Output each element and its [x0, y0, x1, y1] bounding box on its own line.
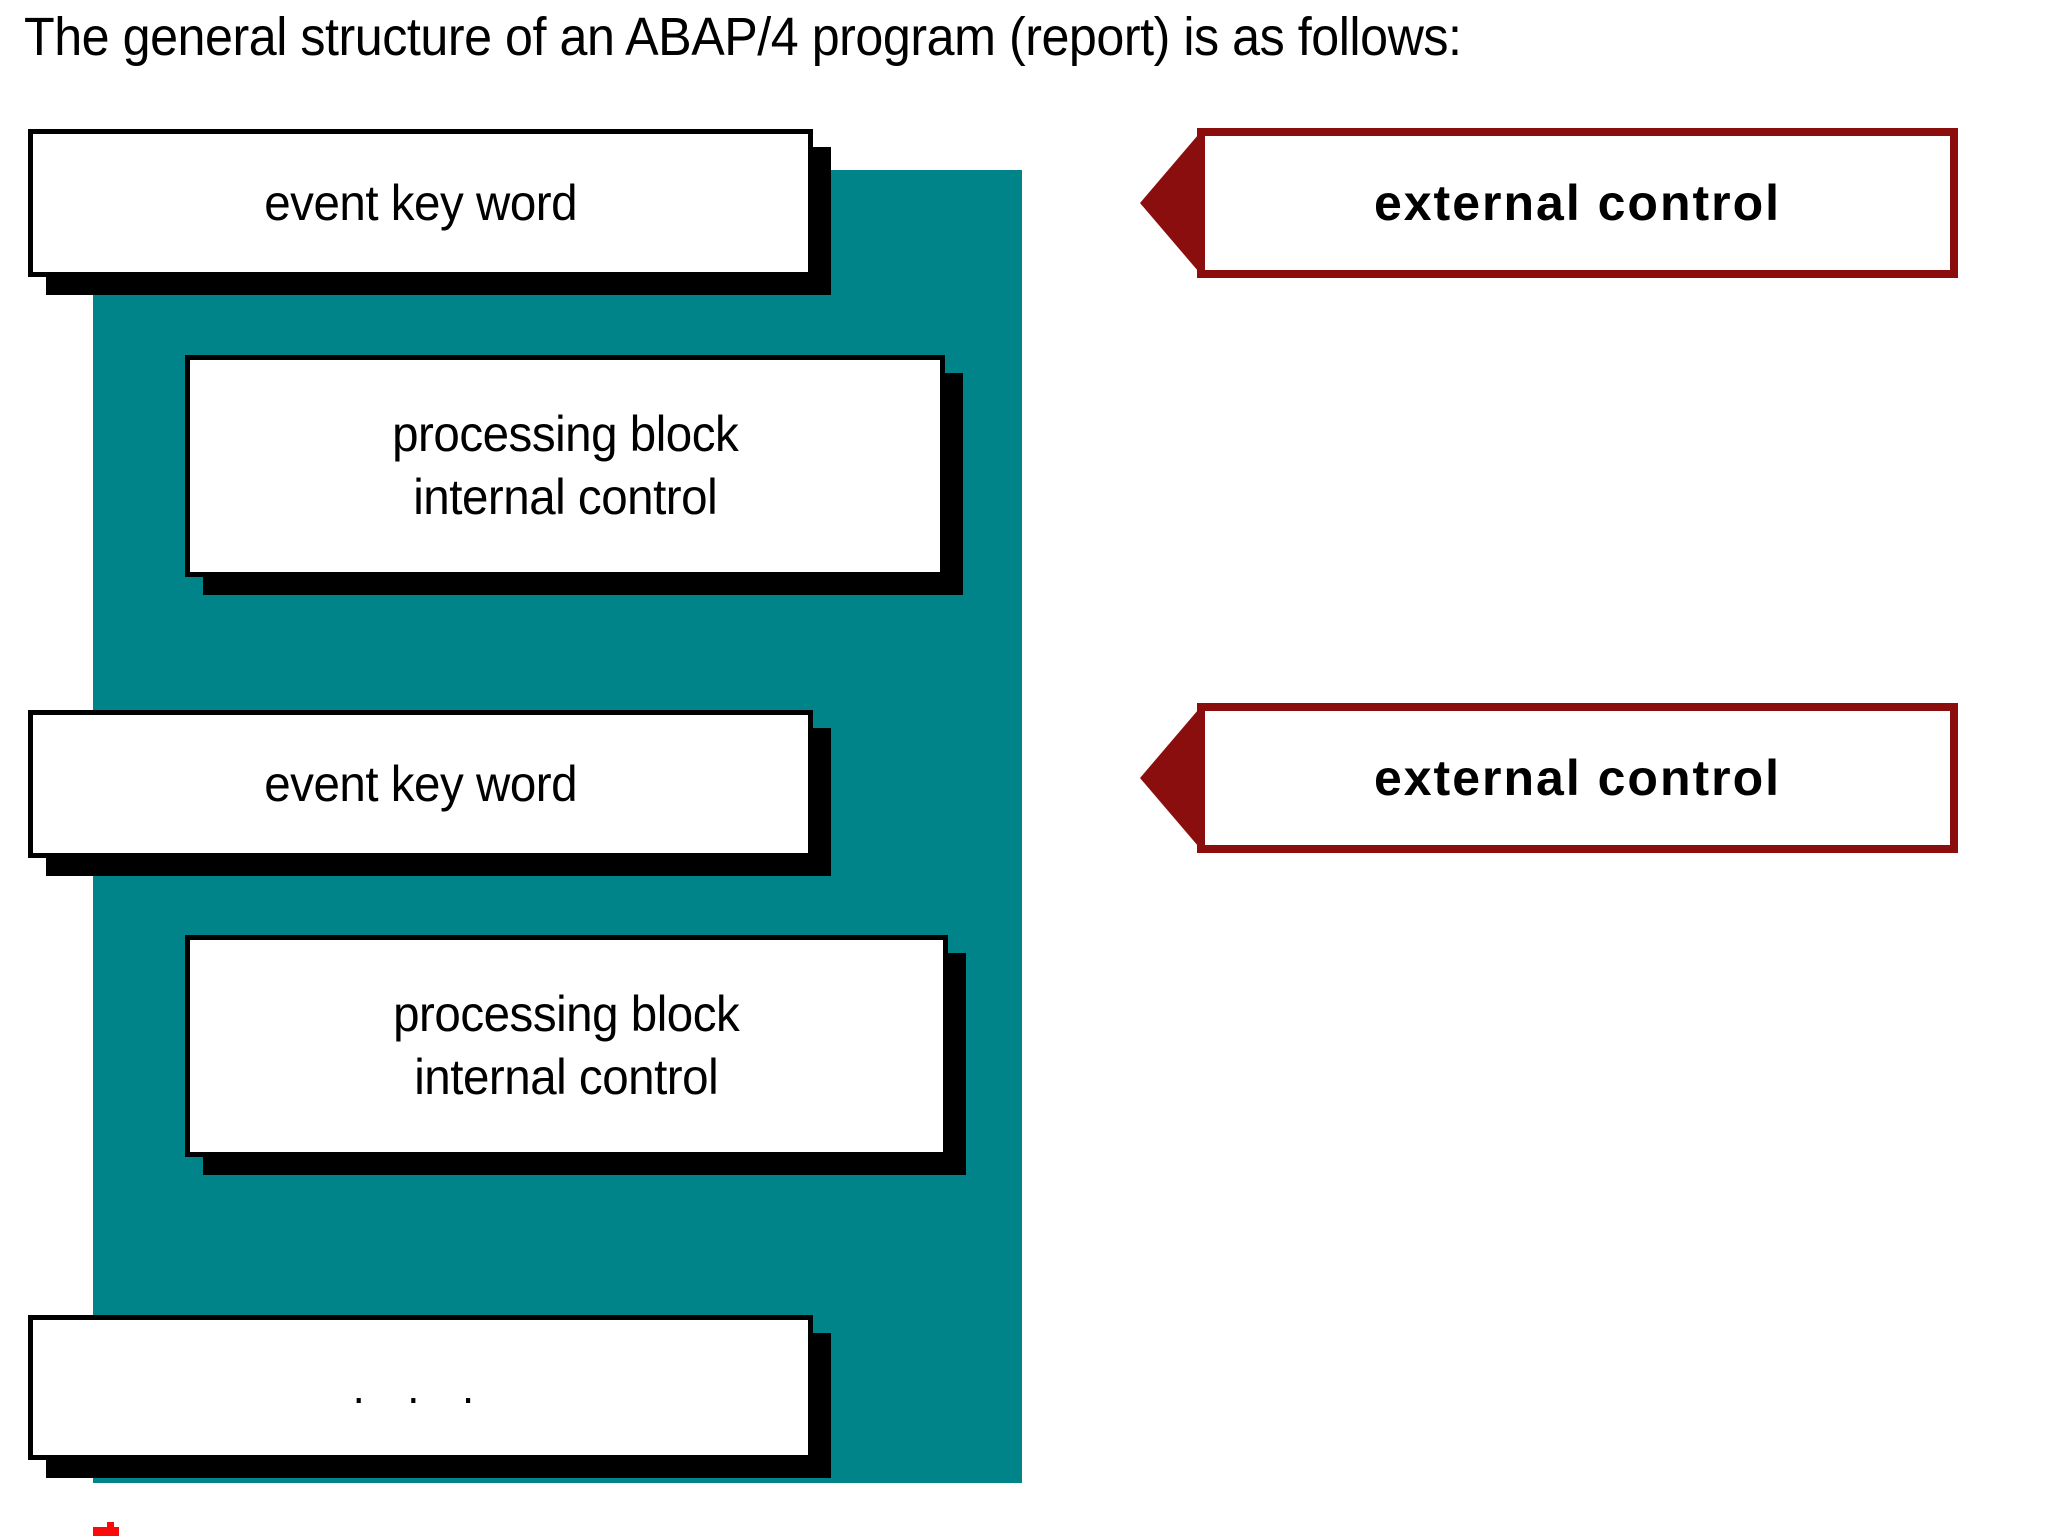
block-event-key-word-1: event key word: [28, 129, 813, 277]
block-label: processing block internal control: [391, 406, 739, 525]
block-label: . . .: [352, 1361, 489, 1413]
callout-external-control-2: external control: [1140, 703, 1958, 853]
arrow-left-icon: [1140, 128, 1204, 278]
block-label: event key word: [264, 755, 577, 812]
callout-label: external control: [1373, 750, 1782, 806]
arrow-left-icon: [1140, 703, 1204, 853]
red-marker-icon: [93, 1522, 119, 1536]
block-event-key-word-2: event key word: [28, 710, 813, 858]
block-ellipsis: . . .: [28, 1315, 813, 1460]
callout-external-control-1: external control: [1140, 128, 1958, 278]
block-label: event key word: [264, 174, 577, 231]
page-title: The general structure of an ABAP/4 progr…: [24, 7, 1462, 67]
callout-label: external control: [1373, 175, 1782, 231]
block-processing-block-1: processing block internal control: [185, 355, 945, 577]
callout-body: external control: [1197, 128, 1958, 278]
block-processing-block-2: processing block internal control: [185, 935, 948, 1157]
callout-body: external control: [1197, 703, 1958, 853]
block-label: processing block internal control: [393, 986, 740, 1105]
